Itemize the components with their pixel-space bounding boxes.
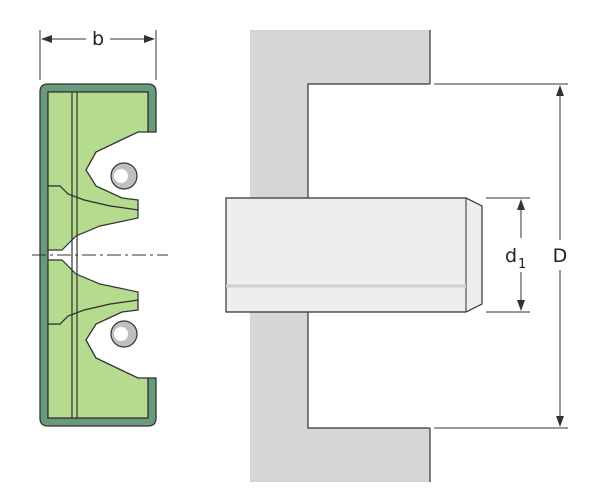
dim-d1-subscript: 1 xyxy=(518,257,526,272)
dim-b-arrow-right xyxy=(144,35,155,43)
garter-spring-upper-highlight xyxy=(114,169,128,183)
seal-web-lower xyxy=(47,259,139,325)
dim-d1-arrow-top xyxy=(517,199,525,210)
shaft xyxy=(225,197,483,313)
garter-spring-lower-highlight xyxy=(114,327,128,341)
dim-d1-arrow-bottom xyxy=(517,300,525,311)
dim-D-label: D xyxy=(553,245,568,267)
dim-b-label: b xyxy=(92,28,104,50)
dim-b-arrow-left xyxy=(41,35,52,43)
dimension-D: D xyxy=(434,83,568,429)
dim-D-arrow-top xyxy=(556,85,564,96)
housing-bore-outline xyxy=(307,83,430,429)
dim-d1-label: d xyxy=(505,245,517,267)
housing-lower xyxy=(250,312,430,482)
dim-D-arrow-bottom xyxy=(556,416,564,427)
seal-cross-section xyxy=(32,83,168,427)
shaft-body xyxy=(225,197,483,313)
housing-upper xyxy=(250,30,430,198)
seal-web-upper xyxy=(47,185,139,251)
dimension-b: b xyxy=(39,28,157,80)
housing xyxy=(250,30,431,482)
seal-metal-case xyxy=(39,83,157,427)
dimension-d1: d 1 xyxy=(486,197,530,313)
